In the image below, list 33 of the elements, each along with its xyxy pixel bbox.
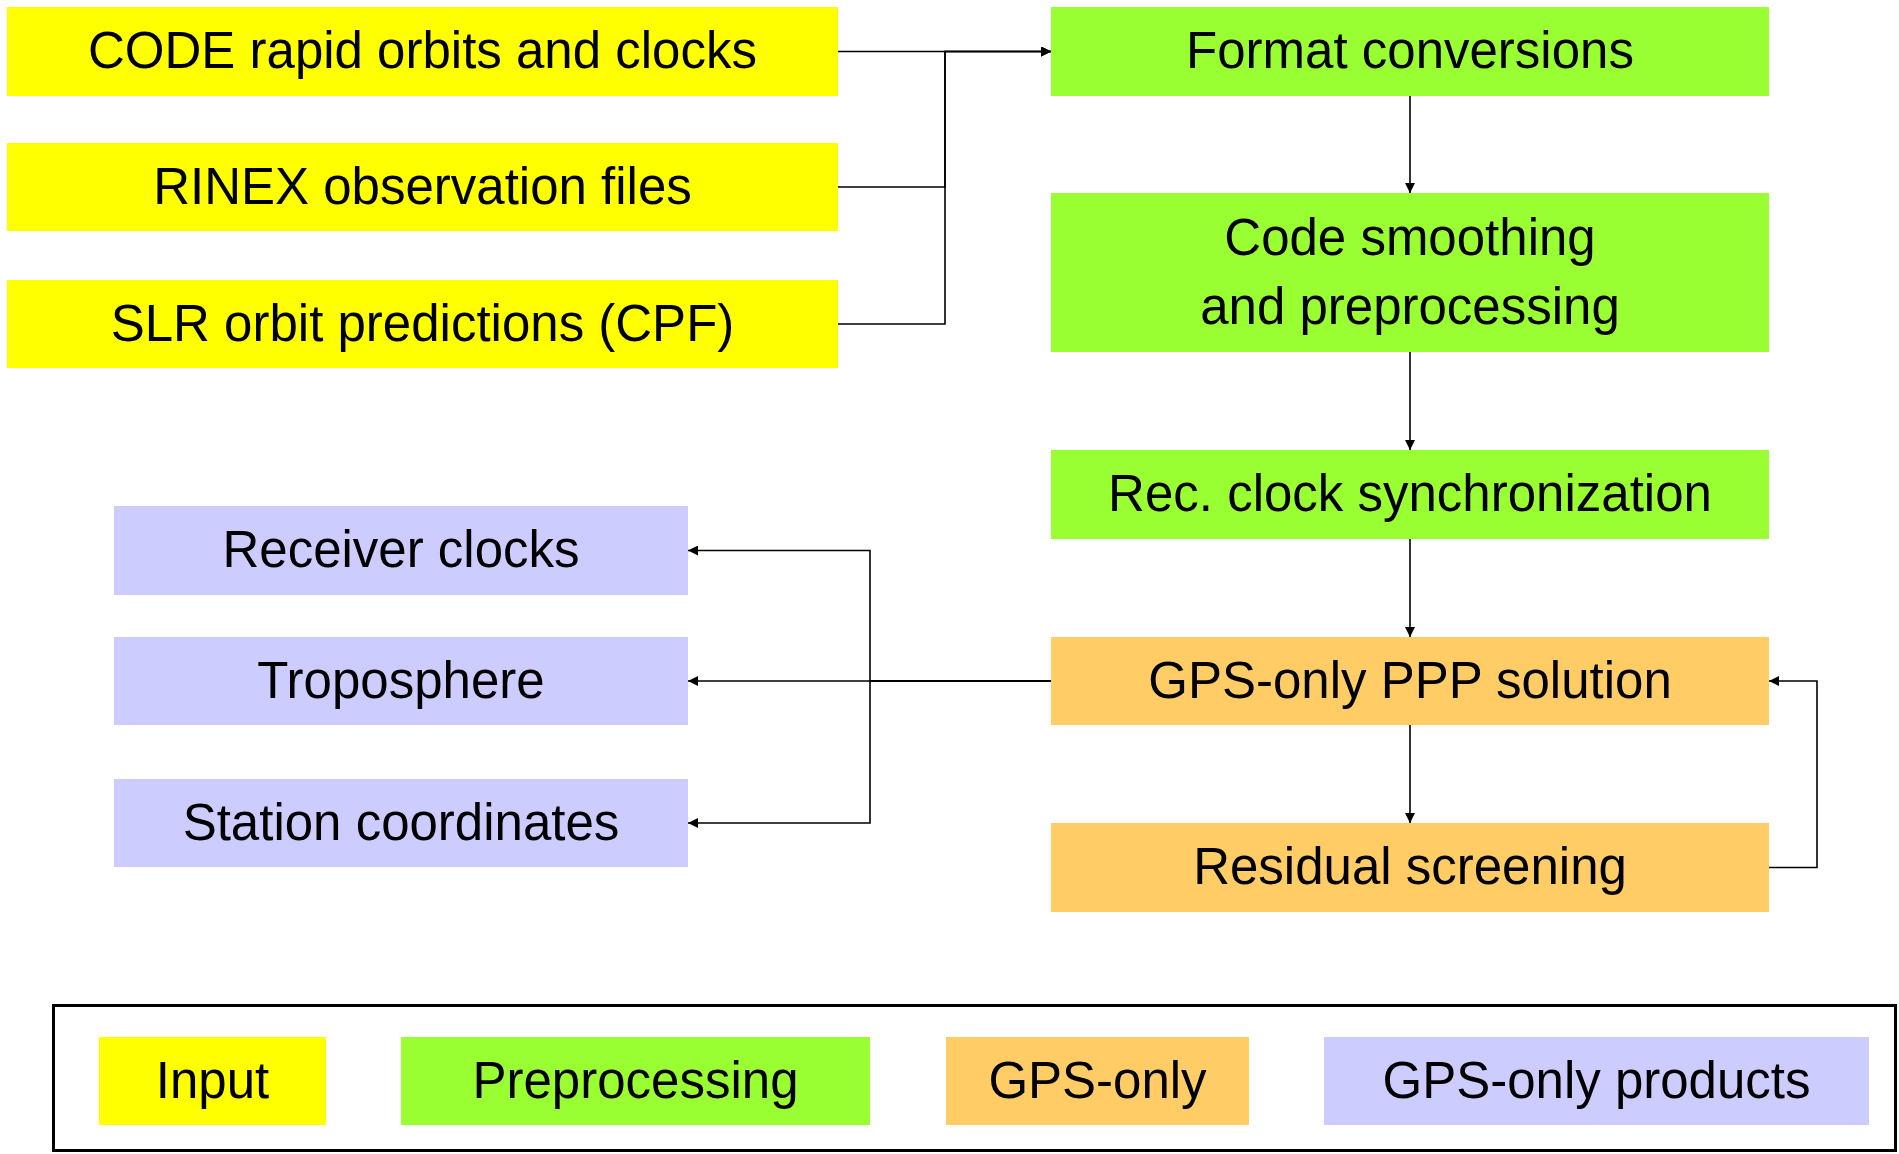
legend-label: GPS-only [988,1050,1207,1111]
box-label: SLR orbit predictions (CPF) [110,293,735,354]
connector-arrow [687,680,1052,828]
connector-arrow [837,46,1052,325]
process-box [1051,193,1769,352]
connector-arrow [1405,351,1415,451]
process-box [7,7,838,96]
process-box [114,779,688,867]
legend-label: Input [155,1050,270,1111]
legend-label: GPS-only products [1382,1050,1811,1111]
connector-arrow [1405,95,1415,194]
connector-arrow [1405,724,1415,824]
process-box [114,637,688,725]
process-box [7,143,838,231]
box-label: Receiver clocks [222,520,580,581]
box-label: Format conversions [1186,21,1634,82]
process-box [1051,823,1769,912]
legend-label: Preprocessing [472,1050,799,1111]
box-label: Rec. clock synchronization [1108,464,1712,525]
process-box [114,506,688,595]
process-box [1051,637,1769,725]
process-box [7,280,838,368]
box-label: RINEX observation files [153,156,692,217]
connector-arrow [1405,538,1415,638]
box-label: CODE rapid orbits and clocks [88,21,757,82]
box-label: Code smoothing and preprocessing [1199,207,1621,337]
process-box [1051,450,1769,539]
connector-arrow [1768,676,1818,869]
box-label: Station coordinates [182,792,620,853]
box-label: Residual screening [1193,837,1627,898]
process-box [1051,7,1769,96]
box-label: Troposphere [257,650,545,711]
box-label: GPS-only PPP solution [1148,650,1672,711]
